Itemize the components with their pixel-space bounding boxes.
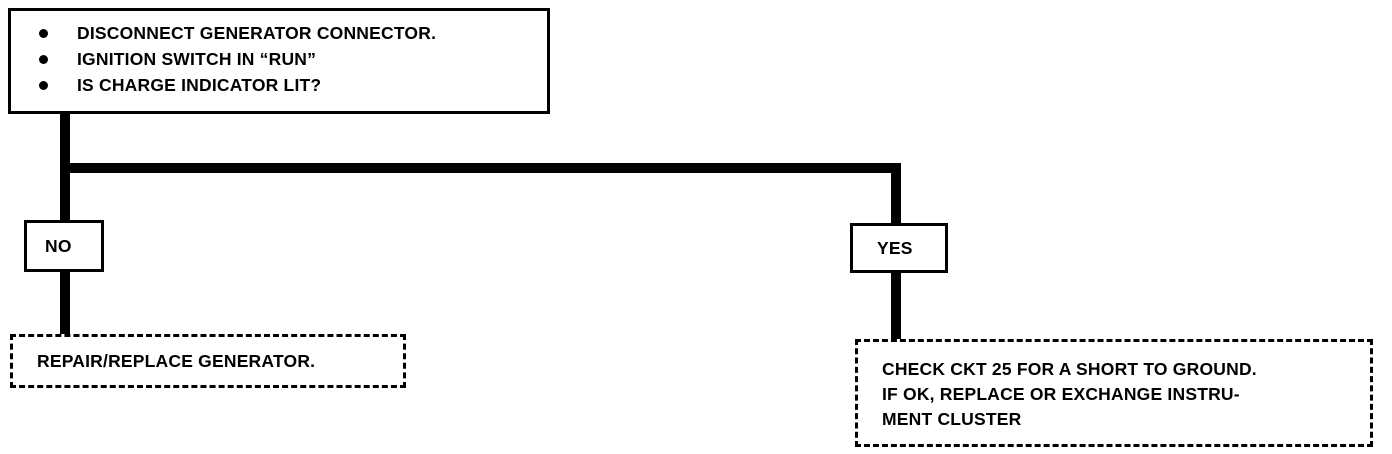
bullet-icon xyxy=(39,81,48,90)
yes-result-box: CHECK CKT 25 FOR A SHORT TO GROUND. IF O… xyxy=(855,339,1373,447)
start-step-box: DISCONNECT GENERATOR CONNECTOR. IGNITION… xyxy=(8,8,550,114)
start-step-item: IGNITION SWITCH IN “RUN” xyxy=(37,47,547,73)
no-label-text: NO xyxy=(45,236,72,256)
yes-result-line: CHECK CKT 25 FOR A SHORT TO GROUND. xyxy=(882,359,1257,379)
yes-result-line: IF OK, REPLACE OR EXCHANGE INSTRU- xyxy=(882,384,1240,404)
bullet-icon xyxy=(39,55,48,64)
yes-branch-label: YES xyxy=(850,223,948,273)
start-step-item: IS CHARGE INDICATOR LIT? xyxy=(37,73,547,99)
yes-result-line: MENT CLUSTER xyxy=(882,409,1022,429)
no-branch-label: NO xyxy=(24,220,104,272)
start-step-text: IGNITION SWITCH IN “RUN” xyxy=(77,49,317,69)
start-step-text: IS CHARGE INDICATOR LIT? xyxy=(77,75,322,95)
no-result-box: REPAIR/REPLACE GENERATOR. xyxy=(10,334,406,388)
start-step-text: DISCONNECT GENERATOR CONNECTOR. xyxy=(77,23,437,43)
bullet-icon xyxy=(39,29,48,38)
yes-label-text: YES xyxy=(877,238,913,258)
no-result-text: REPAIR/REPLACE GENERATOR. xyxy=(37,351,316,371)
start-step-list: DISCONNECT GENERATOR CONNECTOR. IGNITION… xyxy=(37,21,547,99)
start-step-item: DISCONNECT GENERATOR CONNECTOR. xyxy=(37,21,547,47)
